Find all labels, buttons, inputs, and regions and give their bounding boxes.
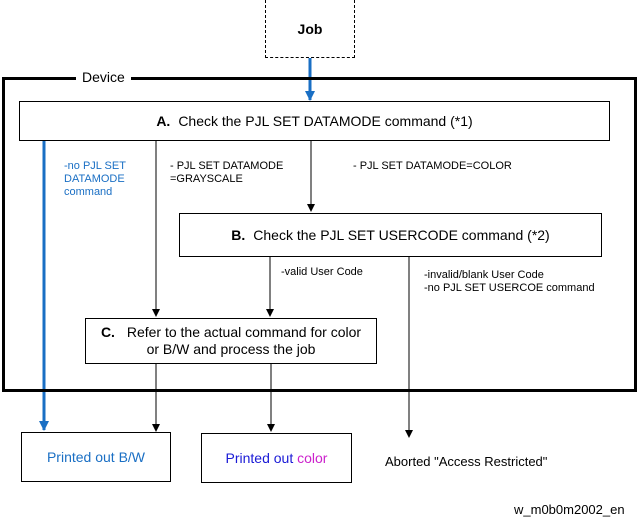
annotation-no-datamode: -no PJL SET DATAMODE command: [64, 160, 126, 198]
output-bw-text: Printed out B/W: [46, 449, 146, 465]
step-c-letter: C.: [100, 324, 115, 340]
step-c-line1-wrap: C. Refer to the actual command for color: [101, 324, 361, 341]
step-a-letter: A.: [156, 113, 171, 129]
annotation-grayscale: - PJL SET DATAMODE =GRAYSCALE: [170, 160, 284, 185]
output-color-prefix: Printed out: [225, 450, 294, 466]
output-color-word: color: [297, 450, 328, 466]
annotation-color: - PJL SET DATAMODE=COLOR: [353, 160, 512, 172]
step-a-box: A. Check the PJL SET DATAMODE command (*…: [19, 101, 610, 141]
annotation-valid-user: -valid User Code: [281, 266, 363, 278]
step-a-text: Check the PJL SET DATAMODE command (*1): [178, 113, 473, 129]
step-c-line1: Refer to the actual command for color: [126, 324, 362, 340]
output-aborted: Aborted "Access Restricted": [385, 454, 548, 469]
job-box: Job: [265, 0, 355, 58]
figure-code: w_m0b0m2002_en: [514, 502, 625, 517]
step-b-box: B. Check the PJL SET USERCODE command (*…: [179, 213, 602, 257]
device-label: Device: [76, 69, 131, 85]
step-b-letter: B.: [231, 227, 246, 243]
output-bw-box: Printed out B/W: [21, 432, 171, 482]
step-c-line2: or B/W and process the job: [146, 341, 316, 357]
device-container: [2, 77, 637, 392]
step-b-text: Check the PJL SET USERCODE command (*2): [253, 227, 550, 243]
job-label: Job: [297, 20, 323, 37]
annotation-invalid-user: -invalid/blank User Code -no PJL SET USE…: [424, 269, 595, 294]
step-c-box: C. Refer to the actual command for color…: [85, 318, 377, 364]
output-color-box: Printed out color: [201, 433, 352, 483]
